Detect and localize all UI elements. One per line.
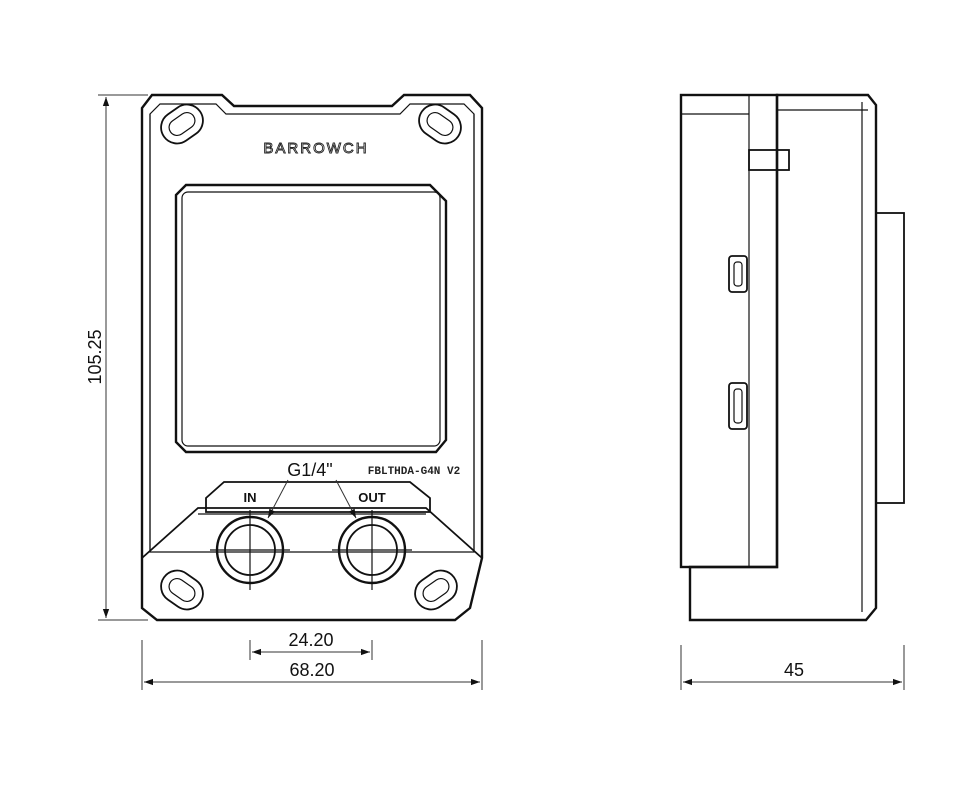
- port-block-lower: [141, 507, 483, 559]
- depth-value: 45: [784, 660, 804, 680]
- depth-dimension: 45: [680, 645, 905, 690]
- width-value: 68.20: [289, 660, 334, 680]
- screen-display: [181, 191, 441, 447]
- port-out: [332, 510, 412, 590]
- thread-leader-out: [335, 479, 357, 519]
- side-screen-protrusion: [875, 212, 905, 504]
- height-value: 105.25: [85, 329, 105, 384]
- port-spacing-dimension: 24.20: [249, 630, 373, 660]
- front-view: BARROWCH FBLTHDA-G4N V2 G1/4" IN OUT: [140, 93, 484, 622]
- outlet-label: OUT: [358, 490, 386, 505]
- thread-leader-in: [267, 479, 289, 519]
- usb-c-port-icon: [728, 382, 748, 430]
- width-dimension: 68.20: [141, 640, 483, 690]
- thread-label: G1/4": [287, 460, 332, 480]
- usb-c-port-icon: [728, 255, 748, 293]
- side-tab: [748, 149, 790, 171]
- side-main-body: [679, 93, 779, 569]
- height-dimension: 105.25: [85, 94, 148, 621]
- side-view: [679, 93, 905, 622]
- mount-slot-bottom-left: [160, 569, 204, 611]
- port-spacing-value: 24.20: [288, 630, 333, 650]
- mount-slot-bottom-right: [414, 569, 458, 611]
- port-in: [210, 510, 290, 590]
- mount-slot-top-left: [160, 103, 204, 145]
- front-body-outline: [140, 93, 484, 622]
- side-cover: [688, 93, 878, 622]
- brand-logo: BARROWCH: [263, 140, 368, 157]
- screen-bezel: [174, 183, 448, 454]
- front-inner-frame: [149, 103, 475, 553]
- inlet-label: IN: [244, 490, 257, 505]
- model-number: FBLTHDA-G4N V2: [368, 466, 460, 478]
- mount-slot-top-right: [418, 103, 462, 145]
